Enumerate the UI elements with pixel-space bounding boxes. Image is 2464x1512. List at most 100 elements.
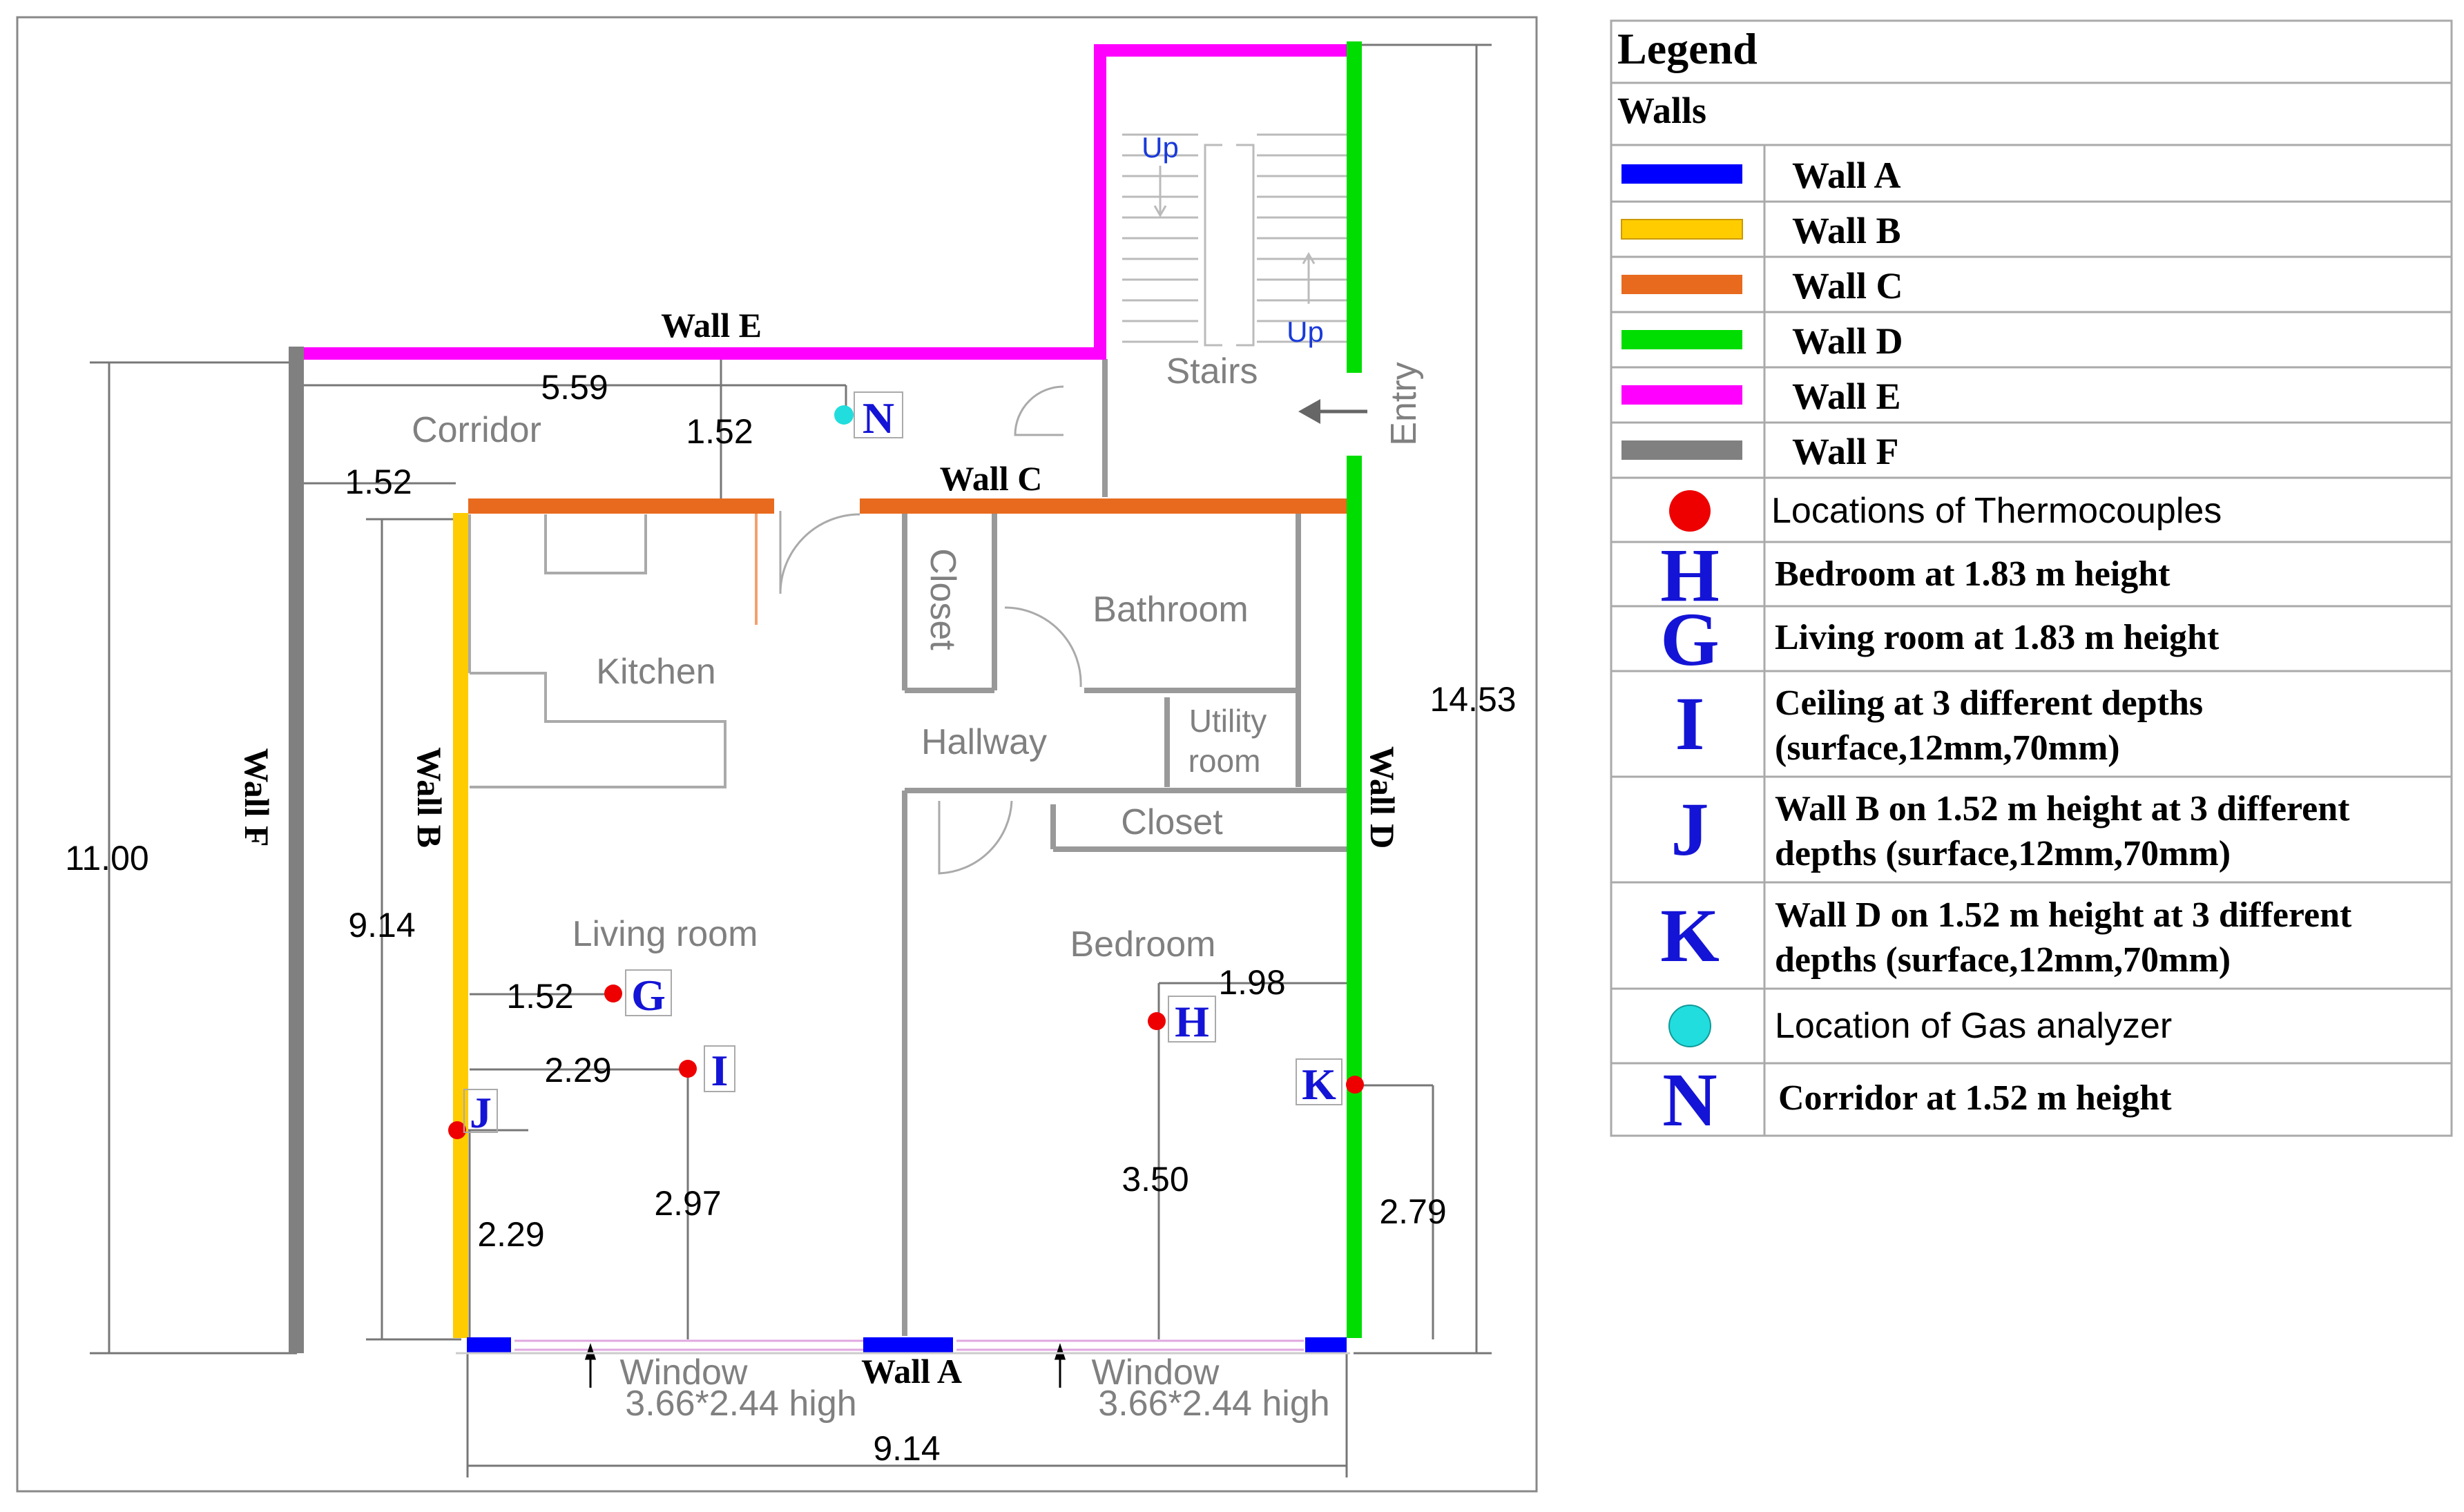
legend-title: Legend: [1617, 24, 1758, 73]
interior-partitions: [902, 359, 1354, 1336]
dim-bottom-width: 9.14: [873, 1429, 940, 1468]
dimension-lines: [90, 43, 1492, 1477]
marker-n: N: [863, 394, 894, 443]
legend-k-text-line2: depths (surface,12mm,70mm): [1775, 940, 2231, 980]
legend-letter-g: G: [1660, 597, 1720, 681]
wall-c-left: [468, 498, 774, 514]
wall-a-segment-right: [1305, 1337, 1347, 1353]
marker-i: I: [711, 1046, 729, 1095]
marker-h: H: [1175, 997, 1209, 1046]
wall-a-segment-left: [467, 1337, 511, 1353]
thermocouple-h-dot: [1148, 1012, 1166, 1030]
thermocouple-k-dot: [1346, 1076, 1364, 1094]
wall-a-label: Wall A: [861, 1352, 962, 1390]
legend-wall-e: Wall E: [1792, 376, 1901, 417]
room-entry: Entry: [1384, 362, 1424, 445]
room-living-room: Living room: [572, 914, 758, 954]
legend-swatch-wall-b: [1621, 219, 1743, 240]
legend-wall-d: Wall D: [1792, 320, 1903, 362]
stairs-up-left: Up: [1142, 131, 1179, 164]
legend-swatch-wall-f: [1621, 440, 1742, 460]
door-swings: [779, 385, 1082, 875]
dim-i-offset-y: 2.97: [654, 1184, 721, 1223]
window-left-label: Window: [620, 1353, 748, 1393]
marker-k: K: [1302, 1060, 1336, 1109]
thermocouple-j-dot: [448, 1121, 466, 1139]
gas-analyzer-dot: [834, 405, 854, 425]
dim-corridor-width: 1.52: [345, 463, 412, 501]
dim-g-offset: 1.52: [506, 977, 573, 1016]
room-bedroom: Bedroom: [1070, 924, 1216, 965]
legend-swatch-wall-a: [1621, 164, 1742, 184]
dim-right-height: 14.53: [1430, 680, 1516, 719]
dim-h-offset-x: 1.98: [1218, 963, 1285, 1002]
legend-swatch-wall-c: [1621, 275, 1742, 294]
thermocouple-i-dot: [679, 1060, 697, 1078]
legend-h-text: Bedroom at 1.83 m height: [1775, 554, 2171, 594]
room-kitchen: Kitchen: [596, 652, 715, 692]
legend-walls-header: Walls: [1617, 90, 1706, 131]
wall-d-lower: [1347, 456, 1362, 1338]
wall-b: [453, 513, 468, 1338]
legend-letter-h: H: [1660, 533, 1720, 617]
dim-k-height: 2.79: [1379, 1192, 1446, 1231]
wall-e-label: Wall E: [661, 306, 762, 345]
room-utility-line1: Utility: [1189, 703, 1267, 739]
wall-c-label: Wall C: [940, 459, 1043, 498]
legend-i-text-line1: Ceiling at 3 different depths: [1775, 684, 2203, 723]
legend-wall-f: Wall F: [1792, 431, 1899, 472]
legend-letter-j: J: [1671, 787, 1709, 871]
dim-corridor-length: 5.59: [541, 368, 608, 407]
wall-b-label: Wall B: [410, 747, 449, 848]
kitchen-counters: [468, 514, 726, 788]
legend-swatch-wall-d: [1621, 330, 1742, 349]
window-left-size: 3.66*2.44 high: [625, 1384, 856, 1424]
marker-g-box: [625, 969, 672, 1016]
marker-j-box: [463, 1089, 498, 1133]
marker-k-box: [1296, 1058, 1342, 1105]
dim-n-offset: 1.52: [686, 412, 753, 451]
legend-grid: [1611, 81, 2452, 1136]
legend-frame: [1610, 19, 2453, 1137]
wall-d-upper: [1347, 41, 1362, 373]
legend-j-text-line2: depths (surface,12mm,70mm): [1775, 834, 2231, 873]
entry-arrow: [1298, 399, 1367, 424]
window-right-size: 3.66*2.44 high: [1098, 1384, 1329, 1424]
room-closet-top: Closet: [923, 548, 963, 650]
wall-a-segment-mid: [863, 1337, 953, 1353]
wall-e: [304, 44, 1350, 360]
wall-c-right: [860, 498, 1349, 514]
room-closet-mid: Closet: [1121, 802, 1223, 842]
room-bathroom: Bathroom: [1093, 590, 1248, 630]
marker-j: J: [470, 1088, 492, 1137]
wall-f-label: Wall F: [238, 748, 276, 846]
legend-letter-k: K: [1660, 893, 1720, 978]
legend-wall-a: Wall A: [1792, 155, 1901, 196]
legend-wall-b: Wall B: [1792, 210, 1901, 251]
marker-i-box: [704, 1045, 735, 1092]
room-corridor: Corridor: [412, 410, 541, 450]
dim-overall-height: 11.00: [65, 839, 148, 878]
thermocouple-g-dot: [604, 985, 622, 1002]
room-utility-line2: room: [1188, 743, 1261, 779]
legend-j-text-line1: Wall B on 1.52 m height at 3 different: [1775, 789, 2350, 828]
legend-k-text-line1: Wall D on 1.52 m height at 3 different: [1775, 895, 2352, 935]
room-hallway: Hallway: [921, 722, 1047, 762]
legend-n-text: Corridor at 1.52 m height: [1778, 1078, 2172, 1118]
marker-n-box: [854, 391, 903, 438]
legend-i-text-line2: (surface,12mm,70mm): [1775, 728, 2120, 768]
legend-swatch-wall-e: [1621, 385, 1742, 405]
dim-j-height: 2.29: [477, 1215, 544, 1254]
dim-i-offset-x: 2.29: [544, 1051, 611, 1089]
marker-h-box: [1168, 996, 1216, 1043]
dim-wall-b-length: 9.14: [348, 906, 415, 944]
legend-wall-c: Wall C: [1792, 265, 1903, 307]
legend-gas-analyzer-dot: [1668, 1005, 1711, 1047]
legend: Legend Walls Wall A Wall B Wall C Wall D…: [1610, 19, 2453, 1142]
wall-d-label: Wall D: [1363, 746, 1402, 849]
legend-thermocouple-dot: [1669, 490, 1711, 532]
legend-letter-i: I: [1675, 681, 1705, 766]
room-stairs: Stairs: [1166, 351, 1258, 391]
legend-gas-analyzer: Location of Gas analyzer: [1775, 1006, 2172, 1046]
